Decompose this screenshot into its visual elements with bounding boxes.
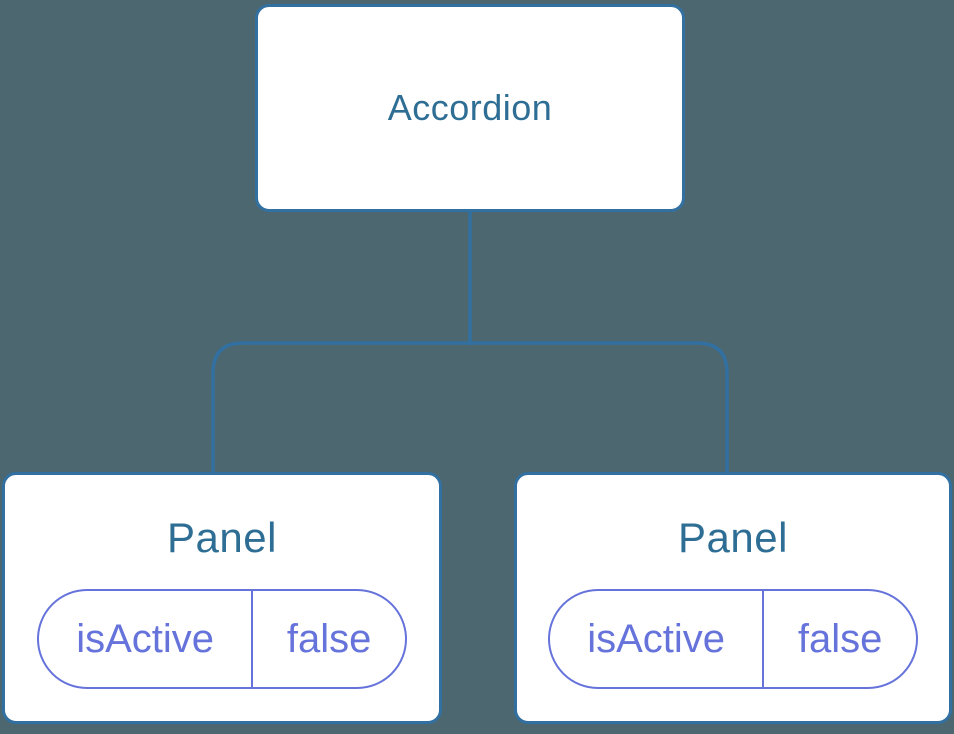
state-key-label: isActive [587,617,726,661]
node-label-accordion: Accordion [387,87,553,128]
node-label-panel: Panel [678,514,788,561]
state-pill: isActive false [548,589,918,689]
state-pill: isActive false [37,589,407,689]
connector-bracket [211,341,729,474]
component-node-panel-right: Panel isActive false [514,472,952,724]
state-key-label: isActive [76,617,215,661]
state-value-label: false [762,591,916,687]
component-node-panel-left: Panel isActive false [2,472,442,724]
node-label-panel: Panel [167,514,277,561]
state-value-label: false [251,591,405,687]
component-node-accordion: Accordion [255,4,685,212]
